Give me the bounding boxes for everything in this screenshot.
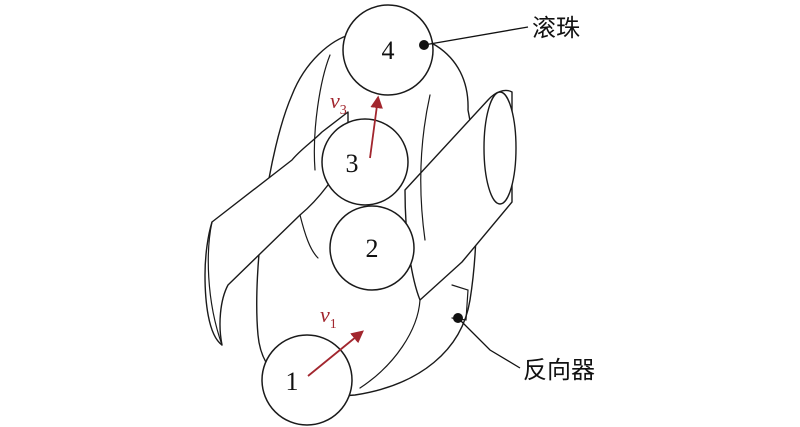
velocity-subscript: 3 <box>340 103 347 118</box>
velocity-label-v1: v1 <box>320 302 337 332</box>
callout-roller-ball: 滚珠 <box>419 15 580 50</box>
leader-line <box>457 317 521 369</box>
leader-line <box>423 26 529 46</box>
ball-label: 2 <box>366 234 379 263</box>
ball-label: 1 <box>286 367 299 396</box>
ball-label: 4 <box>382 36 395 65</box>
ball-3: 3 <box>321 118 409 206</box>
ball-2: 2 <box>329 205 415 291</box>
callout-reverser: 反向器 <box>453 313 595 384</box>
ball-1: 1 <box>261 334 353 426</box>
callout-label-roller-ball: 滚珠 <box>532 15 580 42</box>
velocity-symbol: v <box>330 88 340 113</box>
callout-label-reverser: 反向器 <box>523 357 595 384</box>
velocity-symbol: v <box>320 302 330 327</box>
velocity-label-v3: v3 <box>330 88 347 118</box>
velocity-subscript: 1 <box>330 317 337 332</box>
velocity-arrow-v1 <box>307 330 364 377</box>
ball-4: 4 <box>342 4 434 96</box>
ball-label: 3 <box>346 149 359 178</box>
velocity-arrow-v3 <box>369 95 383 159</box>
screw-tube-upper-left <box>204 54 349 346</box>
